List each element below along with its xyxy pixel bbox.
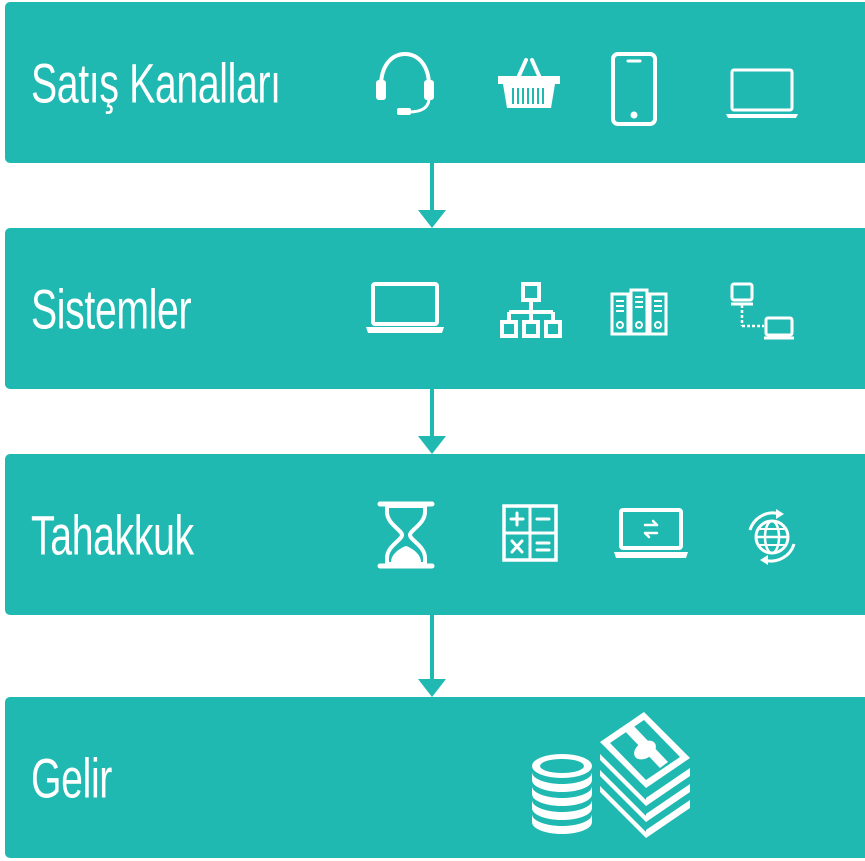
flow-arrow-down (418, 389, 446, 454)
laptop-icon (726, 68, 798, 120)
coins-and-cash-icon (526, 706, 694, 844)
network-hierarchy-icon (500, 282, 562, 340)
connected-devices-icon (730, 282, 796, 340)
globe-refresh-icon (740, 508, 804, 566)
hourglass-icon (377, 500, 435, 570)
flow-arrow-down (418, 615, 446, 697)
laptop-icon (366, 282, 444, 334)
stage-label: Gelir (31, 746, 113, 809)
calculator-icon (502, 504, 558, 562)
laptop-transfer-icon (614, 508, 688, 560)
stage-satis-kanallari: Satış Kanalları (5, 2, 865, 163)
smartphone-icon (610, 52, 658, 126)
stage-label: Satış Kanalları (31, 51, 281, 114)
stage-label: Tahakkuk (31, 503, 194, 566)
headset-icon (373, 50, 437, 120)
stage-label: Sistemler (31, 277, 192, 340)
server-rack-icon (610, 288, 668, 336)
stage-tahakkuk: Tahakkuk (5, 454, 865, 615)
stage-sistemler: Sistemler (5, 228, 865, 389)
stage-gelir: Gelir (5, 697, 865, 858)
shopping-basket-icon (498, 58, 560, 110)
flow-arrow-down (418, 163, 446, 228)
